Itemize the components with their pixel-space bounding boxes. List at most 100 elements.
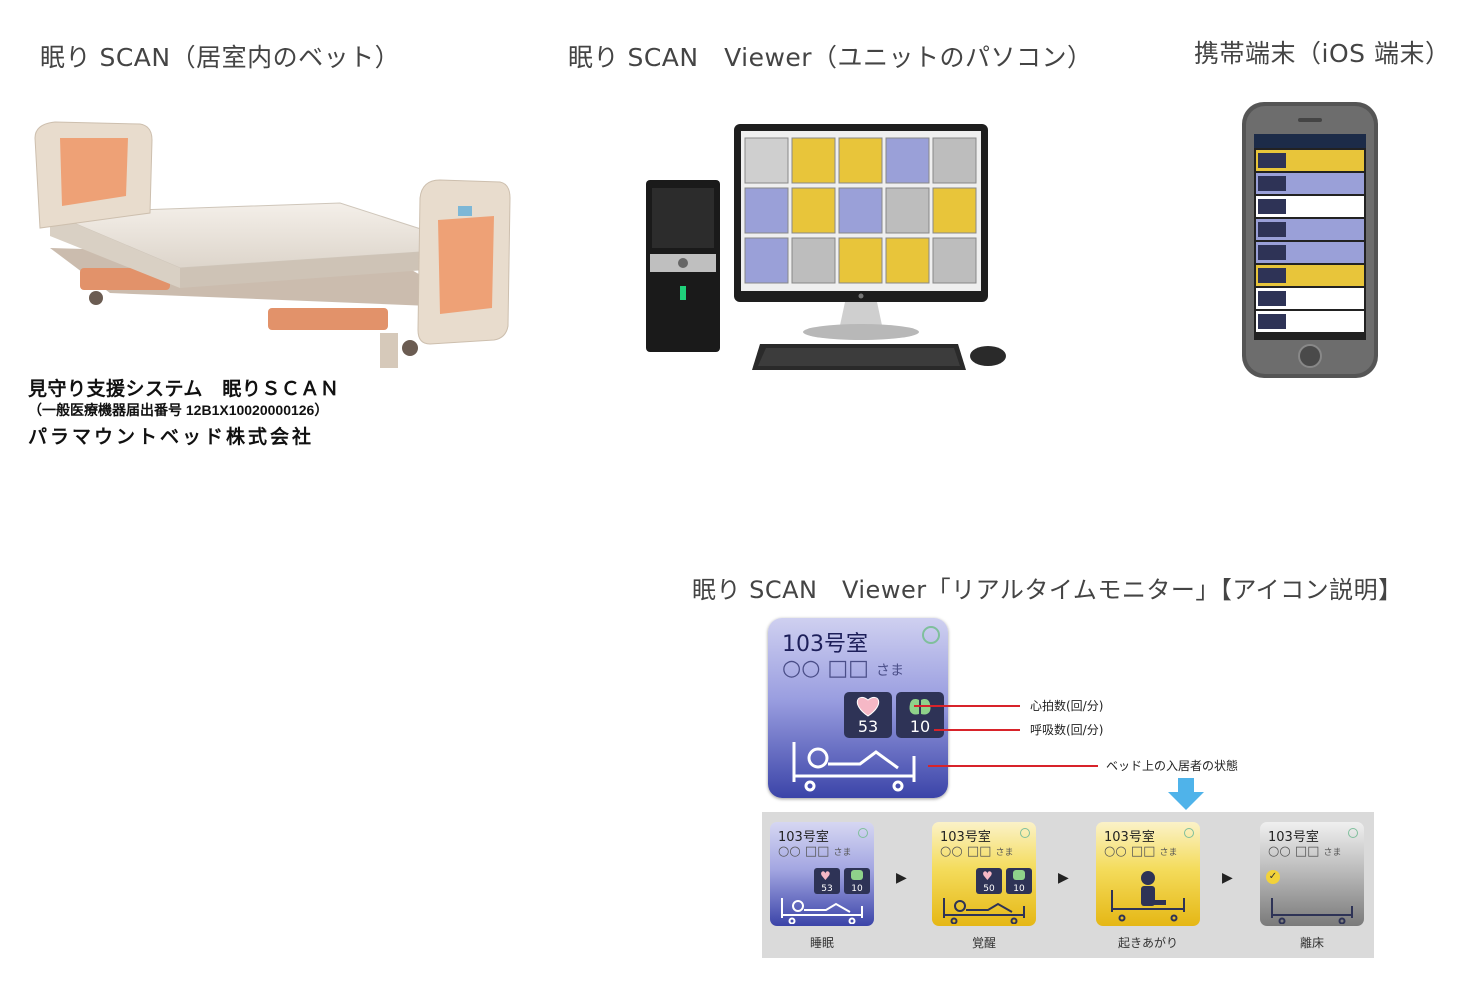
heart-icon: ♥	[982, 869, 993, 883]
phone-row-icon	[1258, 314, 1286, 329]
bed-caption-company: パラマウントベッド株式会社	[28, 427, 315, 448]
state-room: 103号室	[940, 830, 991, 845]
state-arrow-icon: ▶	[896, 870, 907, 886]
state-label-awake: 覚醒	[971, 936, 996, 950]
viewer-heading: 眠り SCAN Viewer（ユニットのパソコン）	[568, 43, 1093, 72]
state-label-sleep: 睡眠	[809, 936, 834, 950]
bed-sleeping-icon	[792, 742, 916, 792]
breath-annotation: 呼吸数(回/分)	[1030, 723, 1104, 737]
state-name: ○○ □□ さま	[1104, 844, 1178, 859]
state-label-sitting-up: 起きあがり	[1117, 936, 1178, 950]
monitor-tile	[838, 187, 883, 234]
state-card-sleep: 103号室 ○○ □□ さま ♥53 10	[770, 822, 874, 926]
heart-rate-value: 50	[983, 884, 995, 894]
heart-icon	[856, 696, 880, 717]
heart-icon: ♥	[820, 869, 831, 883]
monitor-tile	[744, 137, 789, 184]
breath-rate-value: 10	[909, 717, 931, 736]
bed-awake-icon	[943, 898, 1025, 924]
status-dot	[858, 828, 868, 838]
heart-annotation-line	[914, 705, 1020, 707]
monitor-tile	[932, 237, 977, 284]
down-arrow-icon	[1168, 778, 1204, 810]
state-honorific: さま	[1323, 848, 1342, 858]
lungs-icon	[1013, 870, 1025, 880]
bed-heading: 眠り SCAN（居室内のベット）	[40, 43, 401, 72]
state-name-text: ○○ □□	[1268, 844, 1320, 859]
state-card-sitting-up: 103号室 ○○ □□ さま	[1096, 822, 1200, 926]
monitor-tile	[791, 137, 836, 184]
monitor-tile	[932, 187, 977, 234]
bed-caption-registration: （一般医療機器届出番号 12B1X10020000126）	[28, 402, 329, 418]
bed-image	[34, 121, 511, 368]
monitor-tile	[791, 237, 836, 284]
phone-row-icon	[1258, 291, 1286, 306]
monitor-screen-tiles	[744, 137, 977, 284]
state-strip: 103号室 ○○ □□ さま ♥53 10 睡眠 ▶ 103号室 ○○ □□ さ…	[762, 812, 1374, 958]
lungs-icon	[851, 870, 863, 880]
phone-image	[1242, 102, 1378, 378]
room-number: 103号室	[782, 632, 868, 657]
state-card-awake: 103号室 ○○ □□ さま ♥50 10	[932, 822, 1036, 926]
monitor-tile	[744, 187, 789, 234]
room-card-large: 103号室 ○○ □□ さま 53 10	[768, 618, 948, 798]
bed-sleeping-icon	[781, 898, 863, 924]
heart-rate-value: 53	[821, 884, 833, 894]
heart-rate-value: 53	[857, 717, 879, 736]
heart-annotation: 心拍数(回/分)	[1030, 699, 1104, 713]
monitor-tile	[838, 237, 883, 284]
phone-row-icon	[1258, 222, 1286, 237]
breath-annotation-line	[934, 729, 1020, 731]
status-dot	[1184, 828, 1194, 838]
breath-rate-box: 10	[1006, 868, 1032, 894]
phone-screen-list	[1256, 150, 1364, 332]
resident-name-text: ○○ □□	[782, 656, 869, 681]
state-room: 103号室	[1104, 830, 1155, 845]
breath-rate-value: 10	[851, 884, 863, 894]
pc-image	[646, 124, 1006, 370]
phone-row-icon	[1258, 245, 1286, 260]
state-room: 103号室	[1268, 830, 1319, 845]
monitor-tile	[885, 187, 930, 234]
state-name: ○○ □□ さま	[1268, 844, 1342, 859]
state-honorific: さま	[995, 848, 1014, 858]
state-label-out-of-bed: 離床	[1299, 936, 1324, 950]
phone-row-icon	[1258, 199, 1286, 214]
mobile-heading: 携帯端末（iOS 端末）	[1194, 39, 1451, 68]
bed-caption-product: 見守り支援システム 眠りＳＣＡＮ	[28, 379, 340, 400]
state-name-text: ○○ □□	[1104, 844, 1156, 859]
breath-rate-value: 10	[1013, 884, 1025, 894]
monitor-tile	[791, 187, 836, 234]
state-arrow-icon: ▶	[1058, 870, 1069, 886]
state-name: ○○ □□ さま	[940, 844, 1014, 859]
honorific: さま	[875, 663, 904, 679]
status-dot	[1348, 828, 1358, 838]
person-sitting-icon	[1111, 871, 1185, 922]
heart-rate-box: 53	[844, 692, 892, 738]
monitor-tile	[885, 237, 930, 284]
phone-row-icon	[1258, 176, 1286, 191]
status-dot	[922, 626, 940, 644]
status-dot	[1020, 828, 1030, 838]
heart-rate-box: ♥53	[814, 868, 840, 894]
heart-rate-box: ♥50	[976, 868, 1002, 894]
state-room: 103号室	[778, 830, 829, 845]
state-arrow-icon: ▶	[1222, 870, 1233, 886]
state-honorific: さま	[833, 848, 852, 858]
state-honorific: さま	[1159, 848, 1178, 858]
state-card-out-of-bed: 103号室 ○○ □□ さま ✓	[1260, 822, 1364, 926]
breath-rate-box: 10	[844, 868, 870, 894]
monitor-heading: 眠り SCAN Viewer「リアルタイムモニター」【アイコン説明】	[692, 576, 1403, 604]
monitor-tile	[838, 137, 883, 184]
state-name-text: ○○ □□	[940, 844, 992, 859]
state-annotation-line	[928, 765, 1098, 767]
resident-name: ○○ □□ さま	[782, 656, 904, 681]
monitor-tile	[885, 137, 930, 184]
phone-row-icon	[1258, 268, 1286, 283]
breath-rate-box: 10	[896, 692, 944, 738]
state-annotation: ベッド上の入居者の状態	[1106, 759, 1239, 773]
bed-empty-icon	[1271, 898, 1353, 924]
monitor-tile	[744, 237, 789, 284]
monitor-tile	[932, 137, 977, 184]
phone-row-icon	[1258, 153, 1286, 168]
